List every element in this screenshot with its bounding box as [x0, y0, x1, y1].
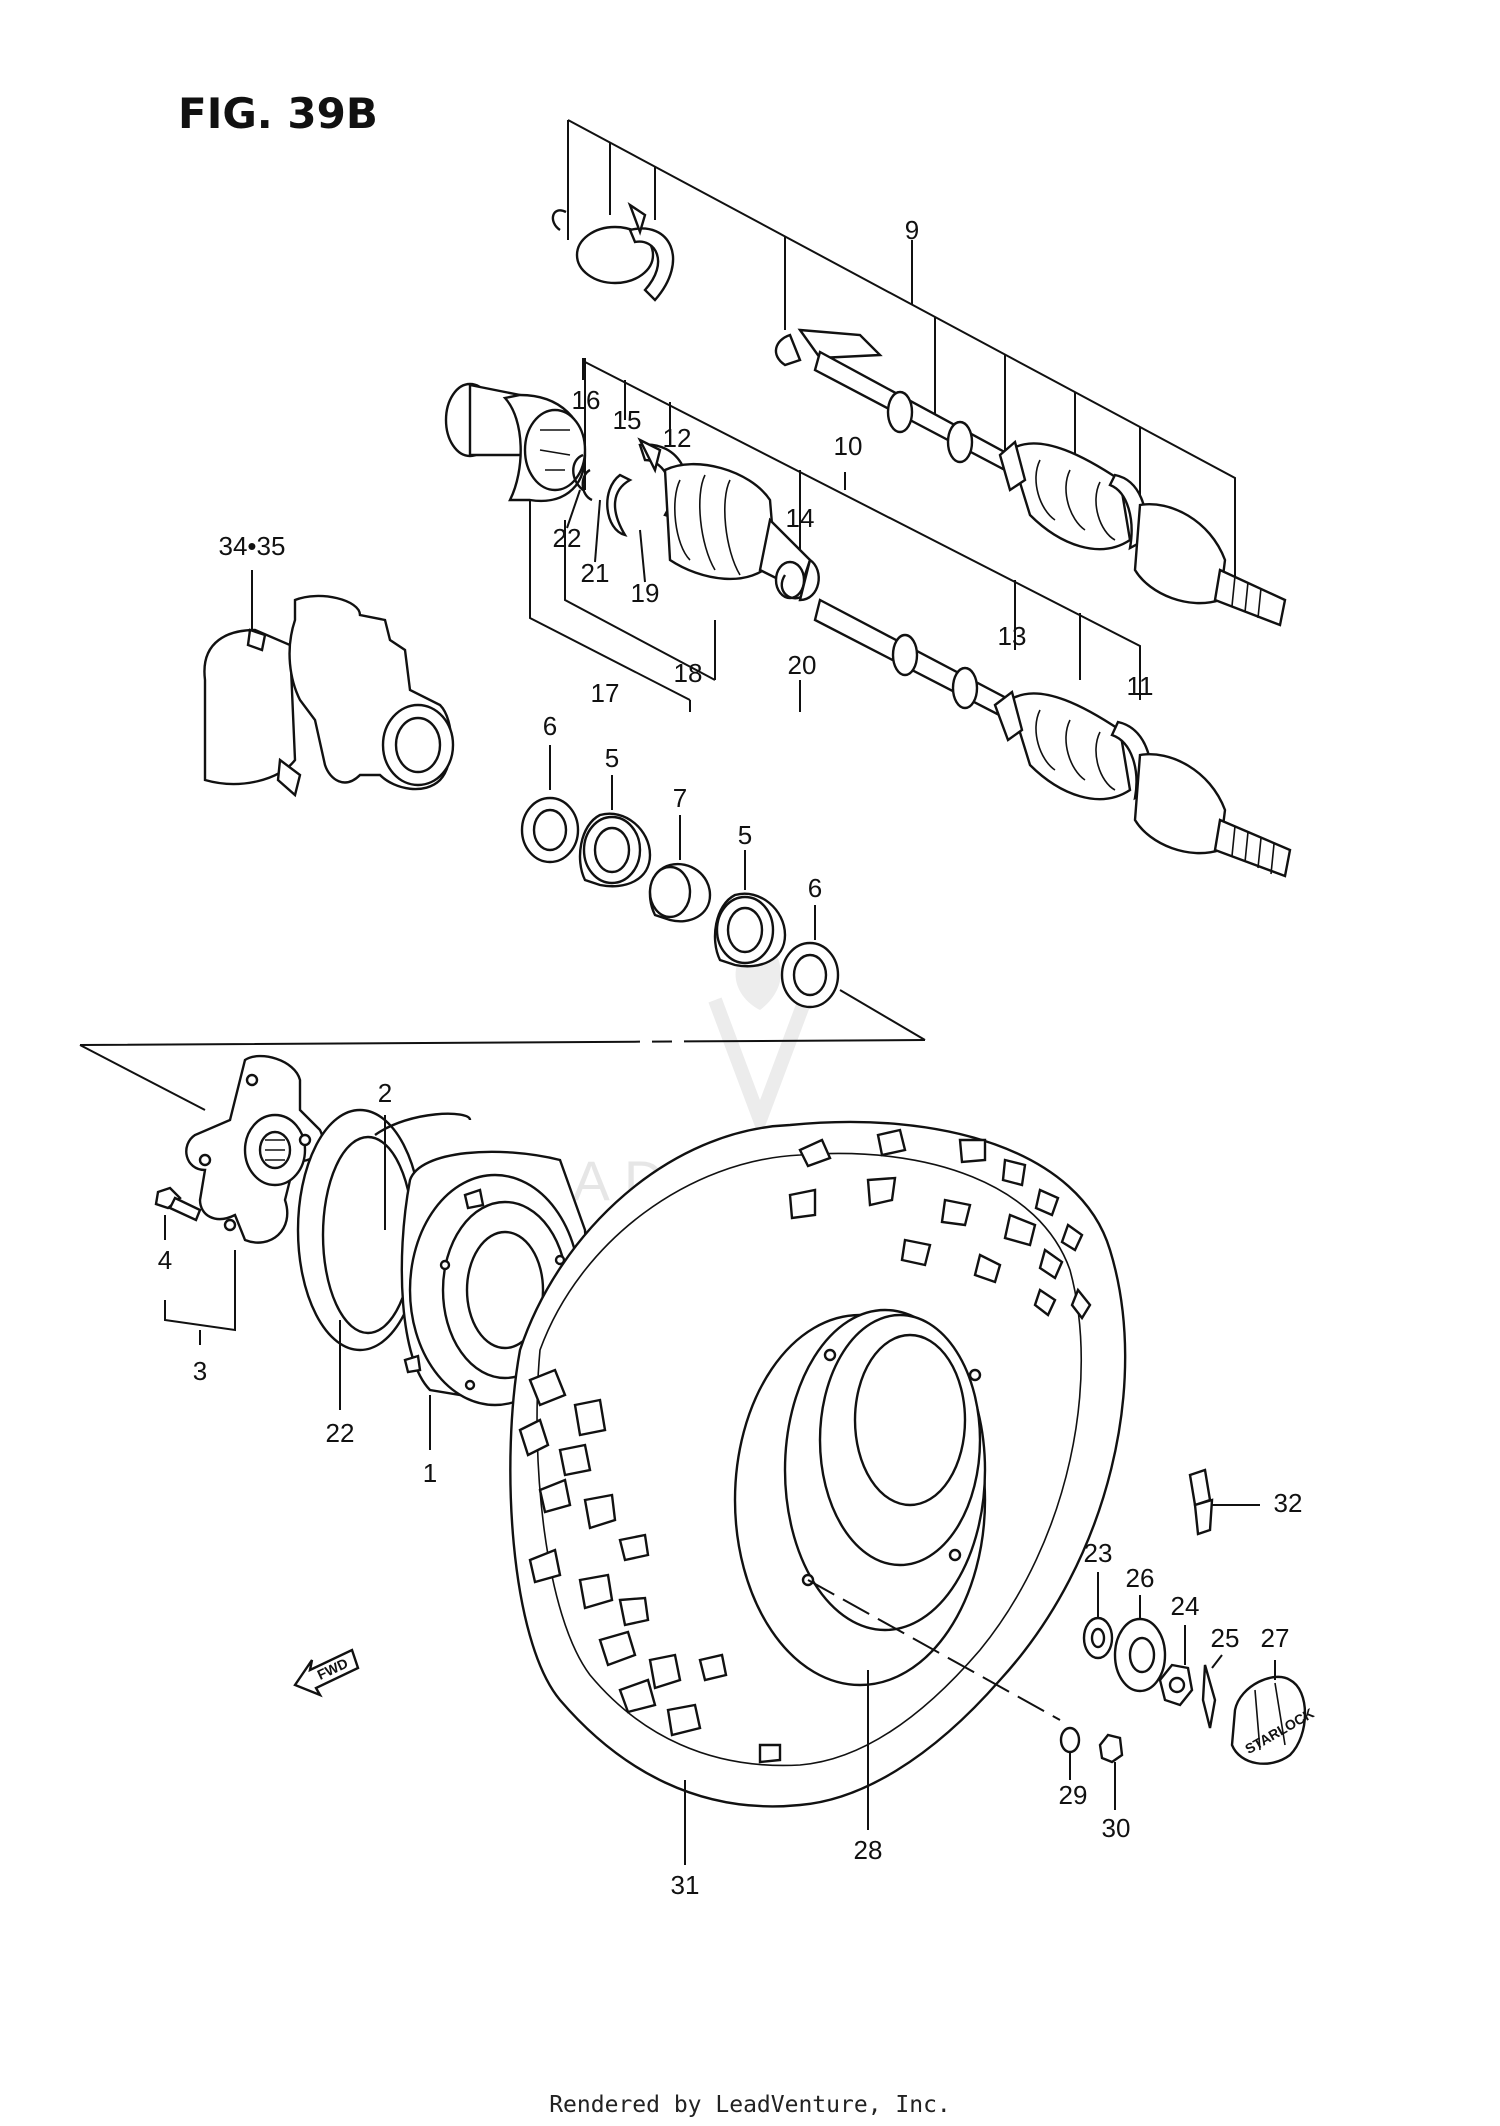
nut-25: [1158, 1625, 1194, 1707]
washer-24: [1082, 1572, 1114, 1660]
callout-25: 24: [1171, 1591, 1200, 1621]
callout-19: 19: [631, 578, 660, 608]
footer-text: Rendered by LeadVenture, Inc.: [549, 2092, 951, 2118]
cap-28: STARLOCK: [1230, 1660, 1317, 1765]
callout-29: 28: [854, 1835, 883, 1865]
callout-27: 26: [1126, 1563, 1155, 1593]
callout-2: 2: [378, 1078, 392, 1108]
callout-17: 17: [591, 678, 620, 708]
callout-13: 13: [998, 621, 1027, 651]
nut-31: [1098, 1733, 1124, 1810]
callout-28: 27: [1261, 1623, 1290, 1653]
callout-14: 14: [786, 503, 815, 533]
callout-20: 20: [788, 650, 817, 680]
callout-31: 30: [1102, 1813, 1131, 1843]
callout-30: 29: [1059, 1780, 1088, 1810]
figure-title: FIG. 39B: [178, 89, 378, 138]
callout-7: 6: [808, 873, 822, 903]
callout-11: 11: [1127, 671, 1154, 701]
knuckle-cover-34-35: [203, 570, 455, 798]
bolt-4: [154, 1186, 202, 1222]
callout-6: 6: [543, 711, 557, 741]
cotter-pin-26: [1201, 1654, 1223, 1729]
callout-32: 31: [671, 1870, 700, 1900]
callout-1: 1: [423, 1458, 437, 1488]
ring-2: [374, 1112, 472, 1136]
axle-assembly-10: [444, 358, 1292, 878]
callout-26: 25: [1211, 1623, 1240, 1653]
callout-12: 12: [663, 423, 692, 453]
callout-15: 15: [613, 405, 642, 435]
callout-21: 21: [581, 558, 610, 588]
fwd-arrow-icon: FWD: [293, 1648, 360, 1698]
callout-23: 22: [326, 1418, 355, 1448]
callout-34-35: 34•35: [219, 531, 286, 561]
callout-5a: 5: [605, 743, 619, 773]
callout-10: 10: [834, 431, 863, 461]
wheel-29: [733, 1308, 987, 1687]
callout-4: 4: [158, 1245, 172, 1275]
washer-30: [1059, 1726, 1081, 1780]
callout-3: 3: [193, 1356, 207, 1386]
axle-assembly-9: [551, 119, 1287, 627]
callout-8: 7: [673, 783, 687, 813]
callout-33: 32: [1274, 1488, 1303, 1518]
hub-3: [185, 1054, 324, 1244]
callout-9: 9: [905, 215, 919, 245]
valve-33: [1188, 1468, 1260, 1536]
callout-24: 23: [1084, 1538, 1113, 1568]
gasket-23: [296, 1108, 424, 1352]
callout-16: 16: [572, 385, 601, 415]
callout-5b: 5: [738, 820, 752, 850]
washer-27: [1113, 1595, 1167, 1693]
callout-18: 18: [674, 658, 703, 688]
bearings-seals: [520, 745, 926, 1041]
